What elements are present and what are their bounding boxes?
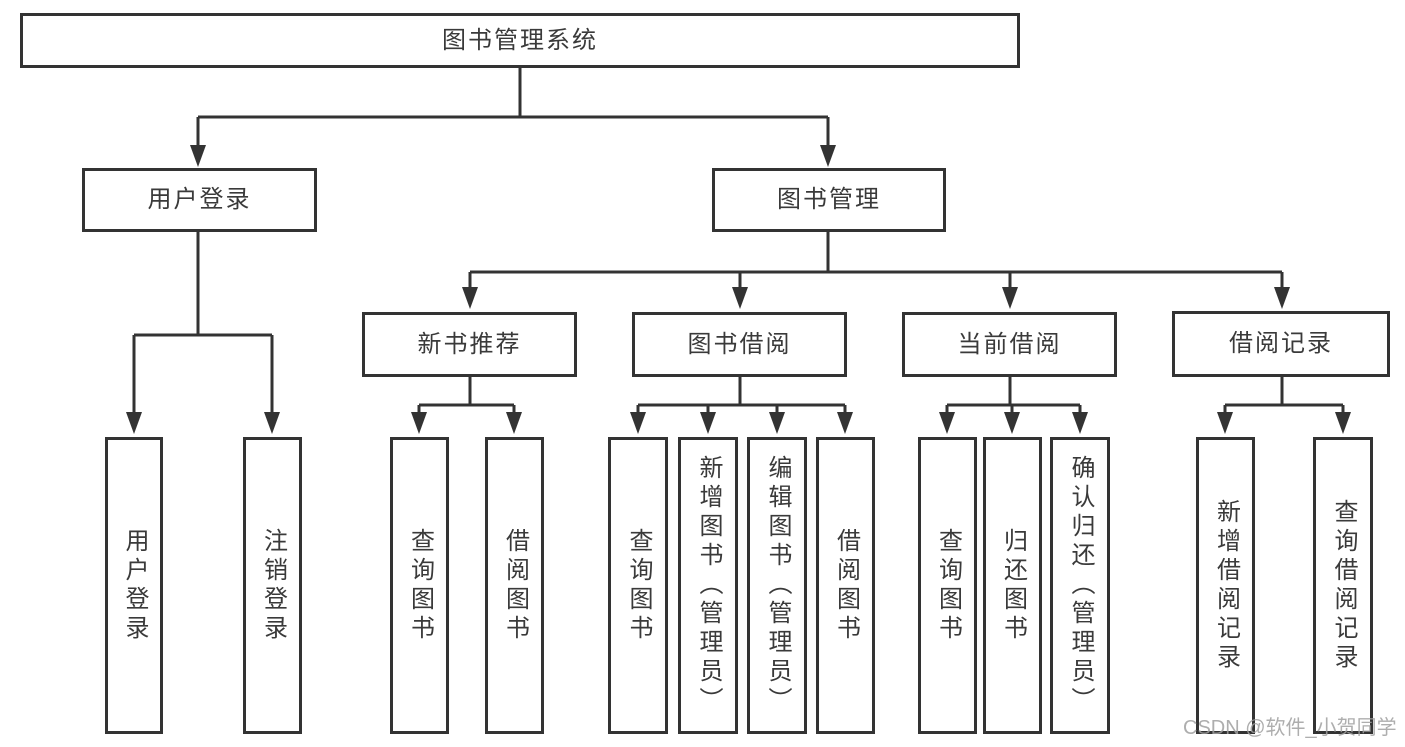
leaf-add-books-admin: 新增图书（管理员） — [678, 437, 738, 734]
arrowhead — [939, 412, 955, 434]
node-user-login: 用户登录 — [82, 168, 317, 232]
leaf-user-login: 用户登录 — [105, 437, 163, 734]
arrowhead — [462, 287, 478, 309]
arrowhead — [506, 412, 522, 434]
leaf-edit-books-admin: 编辑图书（管理员） — [747, 437, 807, 734]
leaf-return-books: 归还图书 — [983, 437, 1042, 734]
node-current-borrowing: 当前借阅 — [902, 312, 1117, 377]
node-book-management: 图书管理 — [712, 168, 946, 232]
arrowhead — [1004, 412, 1020, 434]
leaf-query-books-current: 查询图书 — [918, 437, 977, 734]
leaf-borrow-books-borrowing: 借阅图书 — [816, 437, 875, 734]
node-new-book-recommendation: 新书推荐 — [362, 312, 577, 377]
arrowhead — [126, 412, 142, 434]
leaf-confirm-return-admin: 确认归还（管理员） — [1050, 437, 1110, 734]
node-book-borrowing: 图书借阅 — [632, 312, 847, 377]
arrowhead — [732, 287, 748, 309]
arrowhead — [264, 412, 280, 434]
arrowhead — [1274, 287, 1290, 309]
arrowhead — [411, 412, 427, 434]
arrowheads — [126, 145, 1351, 434]
arrowhead — [837, 412, 853, 434]
leaf-logout: 注销登录 — [243, 437, 302, 734]
arrowhead — [1002, 287, 1018, 309]
leaf-query-books-borrowing: 查询图书 — [608, 437, 668, 734]
arrowhead — [769, 412, 785, 434]
leaf-borrow-books-recommend: 借阅图书 — [485, 437, 544, 734]
node-book-management-system: 图书管理系统 — [20, 13, 1020, 68]
connector-lines — [132, 68, 1345, 418]
watermark-text: CSDN @软件_小贺同学 — [1183, 717, 1397, 739]
arrowhead — [820, 145, 836, 167]
leaf-add-borrow-record: 新增借阅记录 — [1196, 437, 1255, 734]
arrowhead — [1335, 412, 1351, 434]
arrowhead — [1217, 412, 1233, 434]
node-borrowing-records: 借阅记录 — [1172, 311, 1390, 377]
arrowhead — [700, 412, 716, 434]
arrowhead — [1072, 412, 1088, 434]
arrowhead — [630, 412, 646, 434]
leaf-query-borrow-record: 查询借阅记录 — [1313, 437, 1373, 734]
leaf-query-books-recommend: 查询图书 — [390, 437, 449, 734]
arrowhead — [190, 145, 206, 167]
